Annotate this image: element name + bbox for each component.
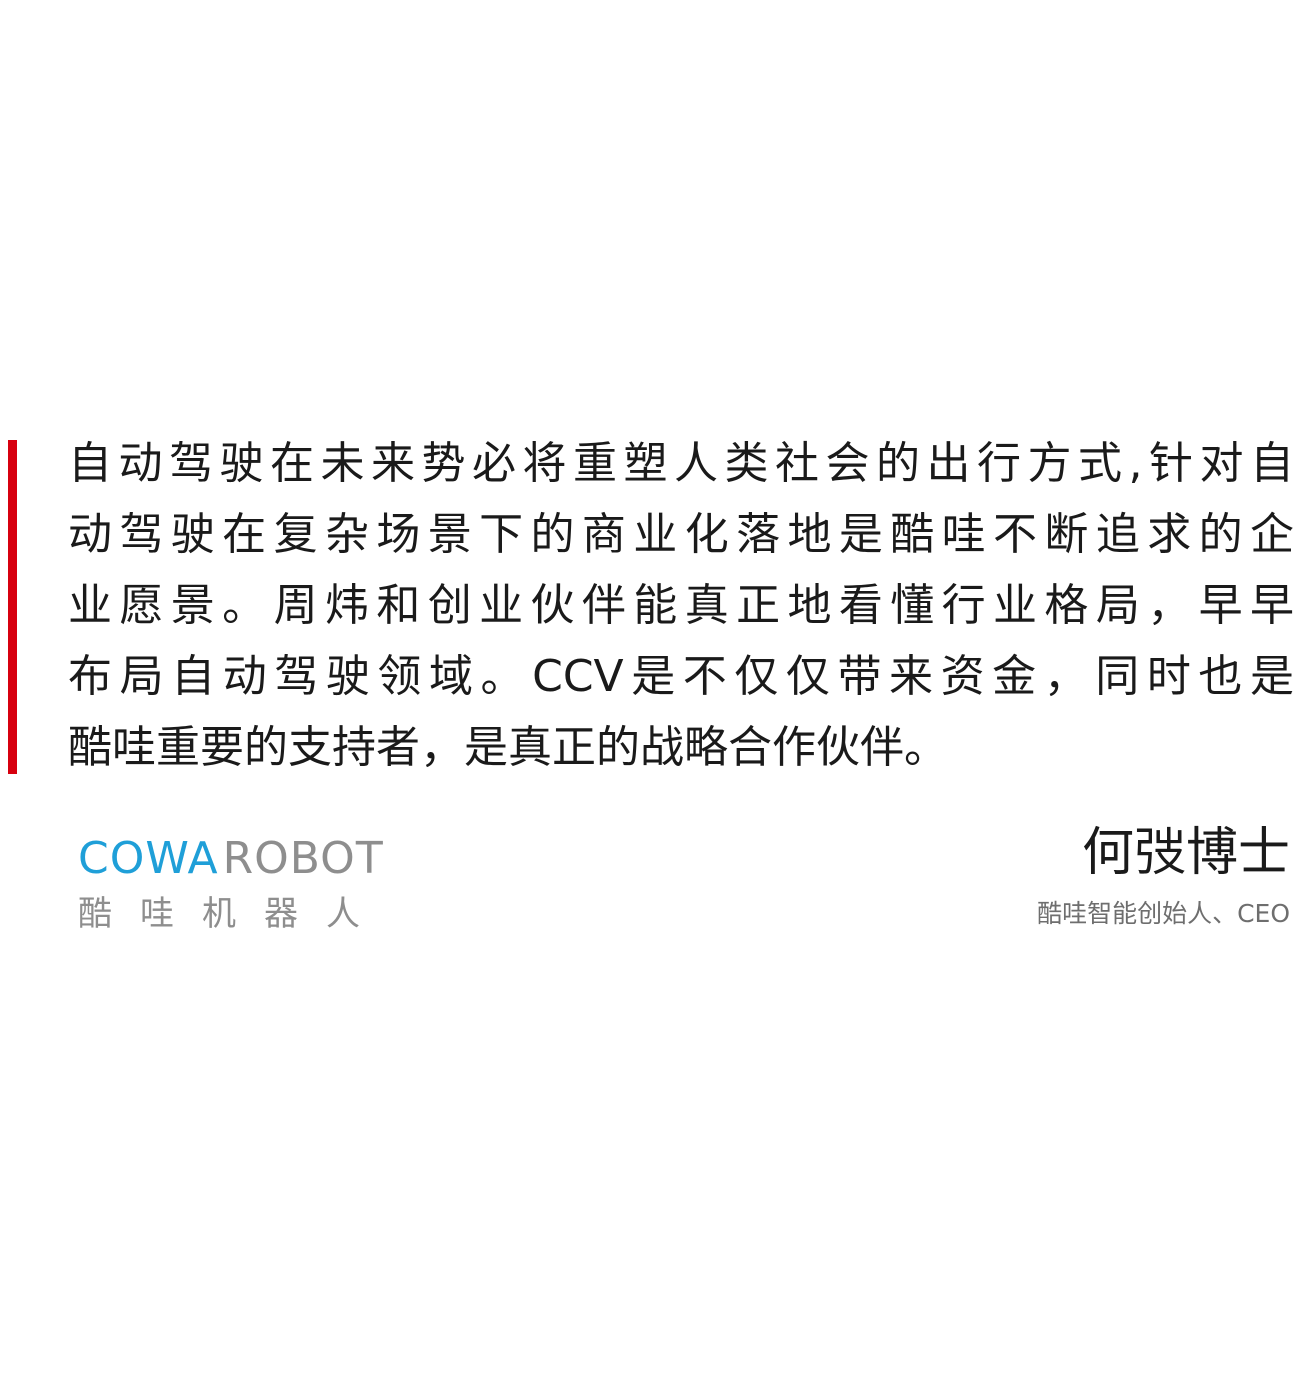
quote-line: 动驾驶在复杂场景下的商业化落地是酷哇不断追求的企 — [68, 509, 1294, 560]
company-logo: COWAROBOT 酷哇机器人 — [78, 834, 398, 935]
quote-block: 自动驾驶在未来势必将重塑人类社会的出行方式,针对自 动驾驶在复杂场景下的商业化落… — [68, 428, 1294, 783]
author-title: 酷哇智能创始人、CEO — [1037, 899, 1290, 928]
logo-chinese-name: 酷哇机器人 — [78, 894, 388, 934]
quote-line: 自动驾驶在未来势必将重塑人类社会的出行方式,针对自 — [68, 438, 1294, 489]
logo-wordmark: COWAROBOT — [78, 834, 398, 884]
logo-brand-primary: COWA — [78, 833, 219, 884]
quote-line: 业愿景。周炜和创业伙伴能真正地看懂行业格局，早早 — [68, 580, 1294, 631]
quote-line: 酷哇重要的支持者，是真正的战略合作伙伴。 — [68, 722, 948, 773]
quote-accent-bar — [8, 440, 17, 774]
quote-attribution: 何弢博士 酷哇智能创始人、CEO — [1037, 820, 1290, 930]
quote-line: 布局自动驾驶领域。CCV是不仅仅带来资金，同时也是 — [68, 651, 1294, 702]
logo-brand-secondary: ROBOT — [222, 833, 384, 884]
author-name: 何弢博士 — [1081, 823, 1290, 883]
